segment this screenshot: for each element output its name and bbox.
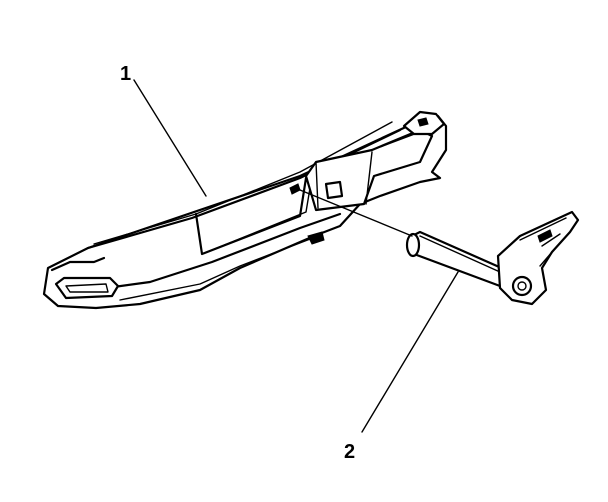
pin-bracket-slot: [537, 229, 553, 243]
housing-right-block-face: [315, 131, 421, 209]
housing-front-opening: [54, 276, 120, 300]
pin-bracket: [496, 210, 580, 306]
housing-window: [324, 180, 344, 200]
pin-shaft: [406, 230, 508, 288]
pin-bracket-hole-inner: [517, 281, 527, 291]
housing-channel: [194, 176, 308, 256]
housing-tab: [307, 231, 325, 245]
part-2-pin-assembly: [405, 210, 580, 306]
callout-label-2: 2: [344, 441, 355, 463]
leader-line-2: [361, 271, 459, 433]
pin-shaft-end: [405, 232, 421, 258]
housing-top-lip: [93, 121, 393, 245]
housing-left-lip: [50, 256, 106, 272]
pin-bracket-flange: [519, 217, 567, 267]
pin-bracket-hole: [511, 275, 533, 297]
assembly-alignment-line: [299, 189, 413, 237]
leader-line-1: [133, 79, 207, 197]
housing-lower-skirt: [90, 212, 342, 292]
callout-label-1: 1: [120, 63, 131, 85]
pin-shaft-highlight: [419, 235, 501, 273]
housing-end-cap-notch: [417, 117, 429, 127]
housing-front-opening-inner: [65, 283, 109, 293]
part-1-housing: [42, 110, 448, 310]
housing-lower-skirt-inner: [119, 235, 319, 301]
